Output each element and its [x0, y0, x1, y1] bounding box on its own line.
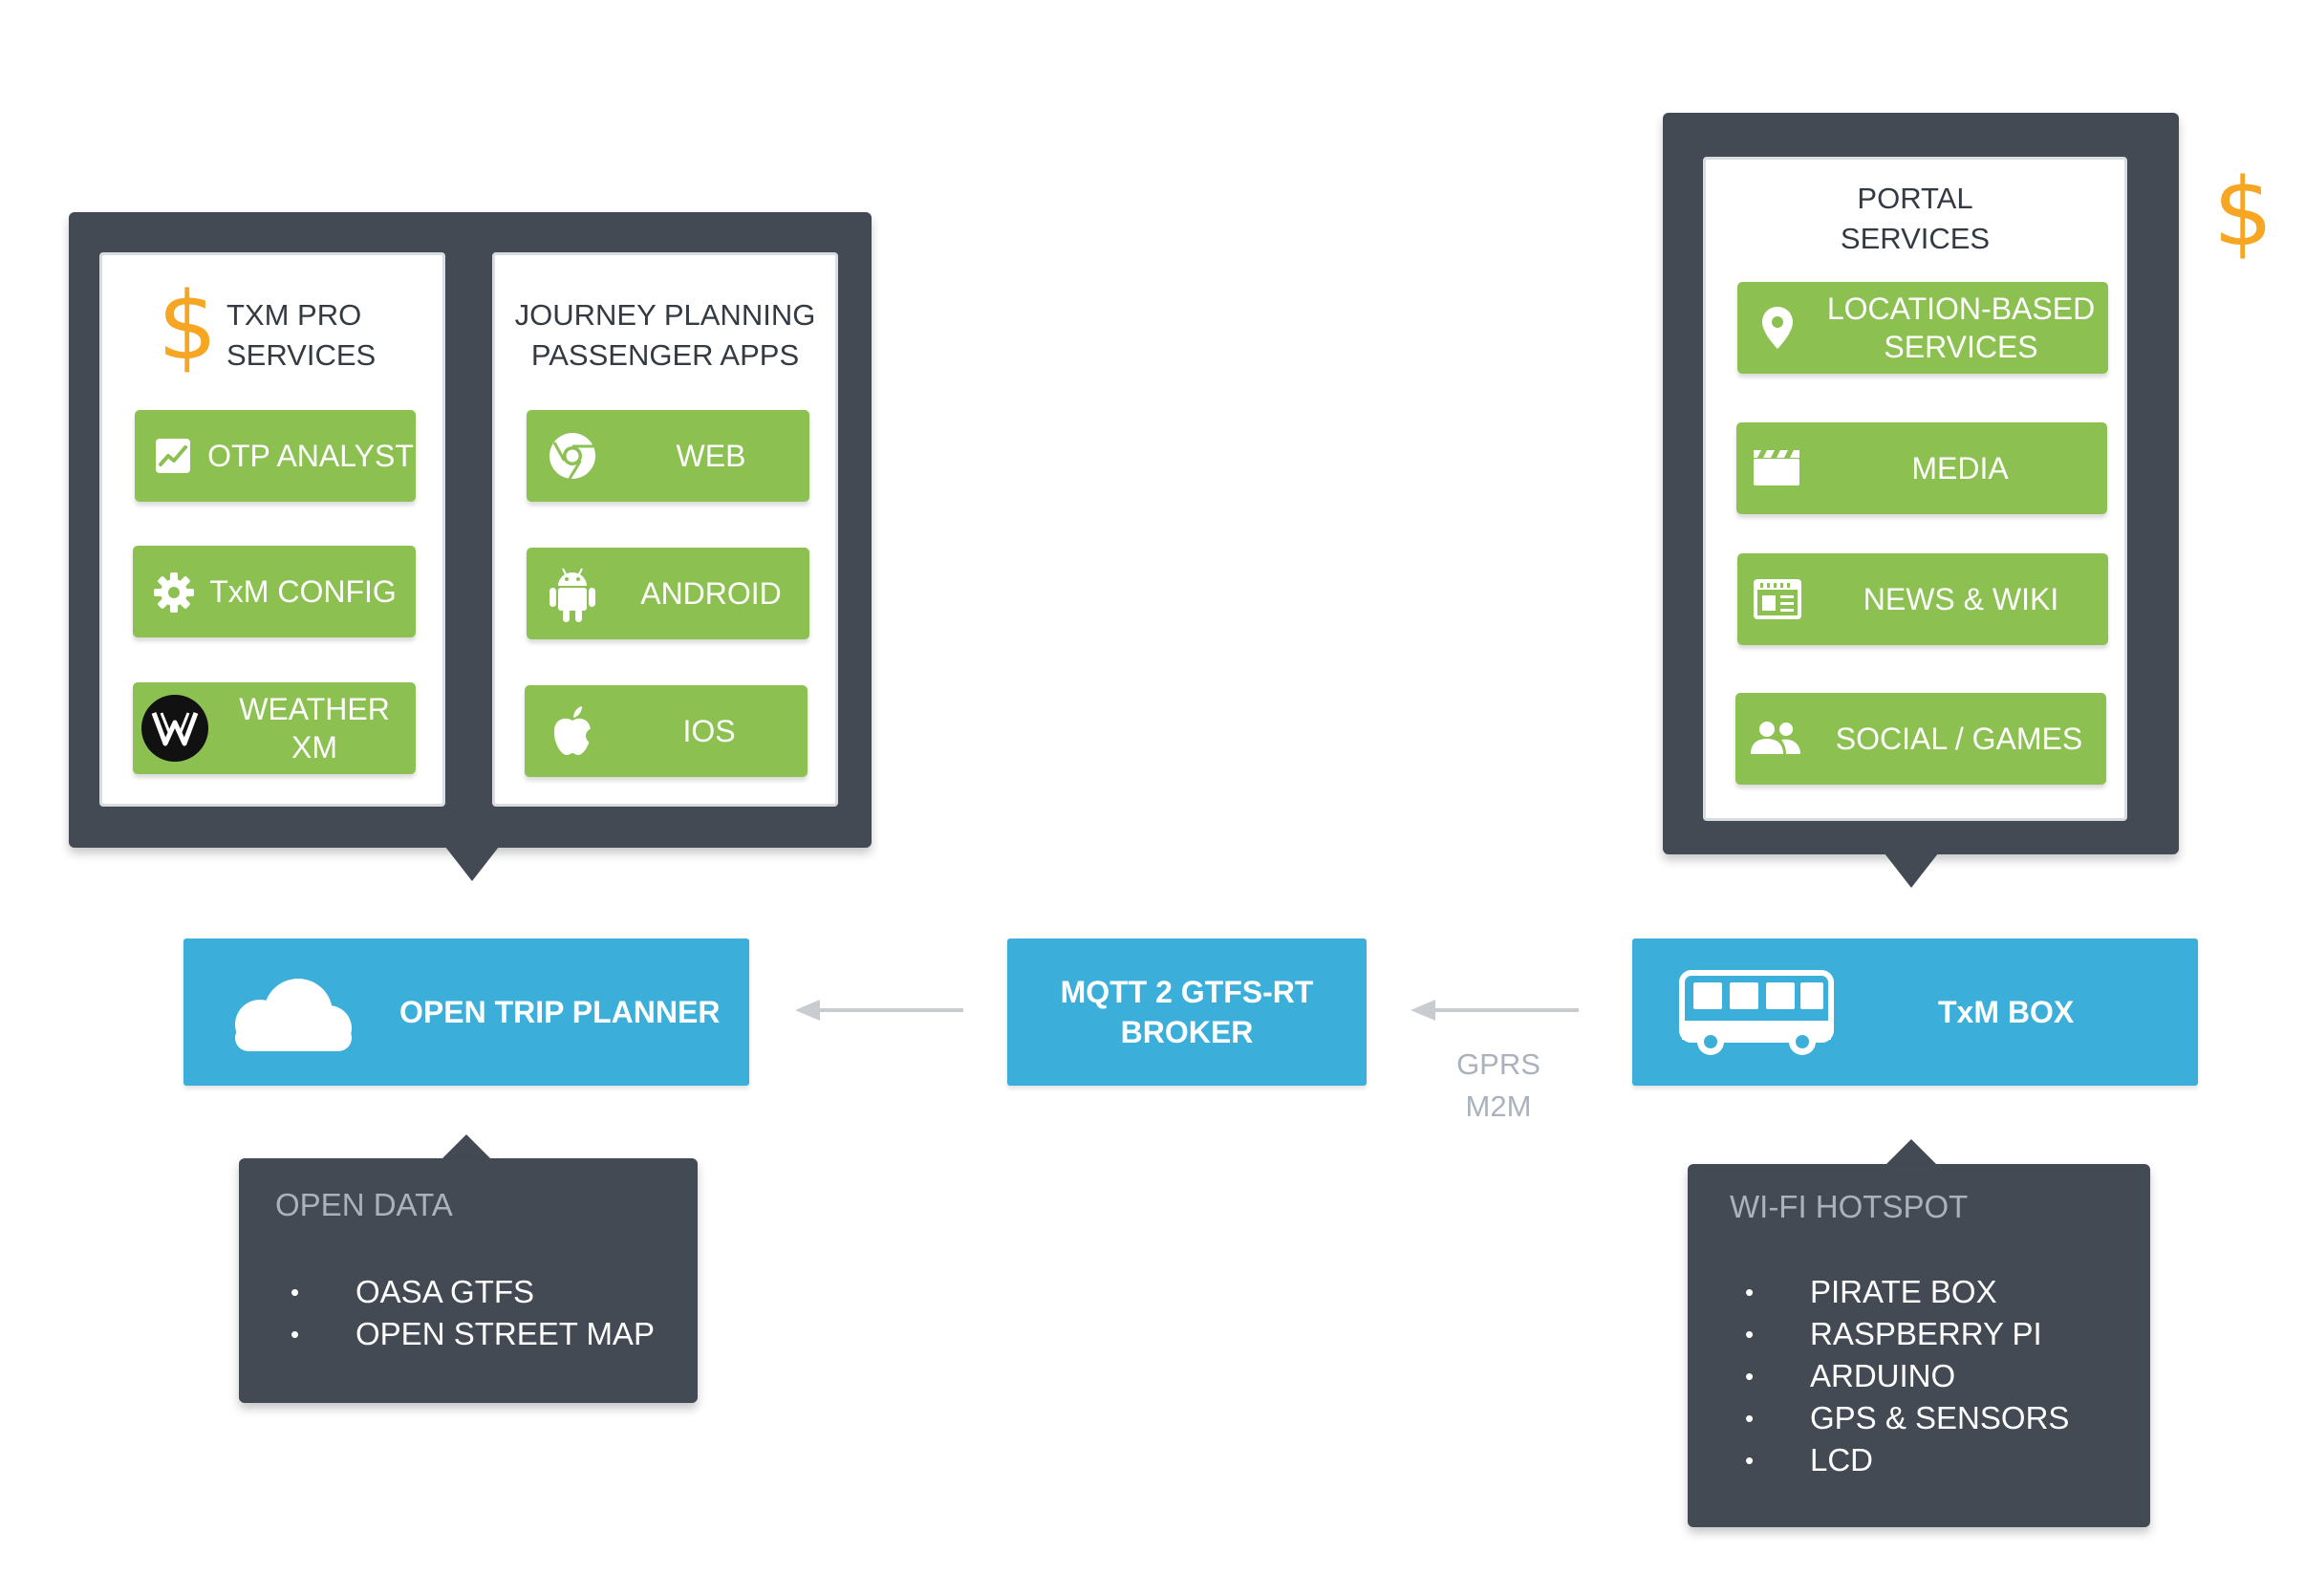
txm-config-button[interactable]: TxM CONFIG: [133, 546, 416, 637]
list-item: ARDUINO: [1730, 1355, 2069, 1397]
chart-icon: [154, 437, 192, 475]
wifi-hotspot-pointer: [1886, 1139, 1936, 1164]
portal-services-title: PORTAL SERVICES: [1840, 182, 1991, 255]
media-button[interactable]: MEDIA: [1736, 422, 2107, 514]
ios-button[interactable]: IOS: [525, 685, 808, 777]
open-data-list: OASA GTFS OPEN STREET MAP: [275, 1271, 655, 1355]
gprs-m2m-label: GPRS M2M: [1456, 1047, 1540, 1123]
broker-label: MQTT 2 GTFS-RT BROKER: [1060, 975, 1314, 1049]
journey-planning-title: JOURNEY PLANNING PASSENGER APPS: [514, 298, 816, 372]
media-label: MEDIA: [1911, 451, 2009, 485]
people-icon: [1749, 720, 1802, 758]
android-icon: [548, 565, 597, 624]
list-item: OASA GTFS: [275, 1271, 655, 1313]
arrow-txm-to-broker: [1411, 1000, 1579, 1021]
weather-xm-logo: [140, 694, 209, 763]
android-label: ANDROID: [640, 576, 782, 611]
web-label: WEB: [676, 439, 746, 473]
list-item: LCD: [1730, 1439, 2069, 1481]
location-based-services-label: LOCATION-BASED SERVICES: [1826, 291, 2096, 364]
wifi-hotspot-list: PIRATE BOX RASPBERRY PI ARDUINO GPS & SE…: [1730, 1271, 2069, 1481]
arrow-broker-to-otp: [795, 1000, 963, 1021]
social-games-button[interactable]: SOCIAL / GAMES: [1735, 693, 2106, 785]
open-trip-planner-node[interactable]: OPEN TRIP PLANNER: [183, 938, 749, 1086]
clapperboard-icon: [1752, 447, 1801, 487]
apps-services-pointer: [445, 847, 499, 881]
apple-icon: [549, 704, 595, 758]
portal-services-panel: PORTAL SERVICES LOCATION-BASED SERVICES …: [1703, 157, 2127, 821]
broker-node[interactable]: MQTT 2 GTFS-RT BROKER: [1007, 938, 1367, 1086]
news-wiki-label: NEWS & WIKI: [1863, 582, 2059, 616]
weather-xm-label: WEATHER XM: [239, 692, 390, 765]
android-button[interactable]: ANDROID: [527, 548, 809, 639]
list-item: GPS & SENSORS: [1730, 1397, 2069, 1439]
dollar-icon-portal: $: [2213, 159, 2273, 268]
open-data-title: OPEN DATA: [275, 1187, 453, 1222]
location-pin-icon: [1756, 305, 1799, 351]
portal-services-pointer: [1885, 853, 1938, 888]
otp-analyst-label: OTP ANALYST: [207, 439, 414, 473]
cloud-icon: [216, 975, 359, 1053]
social-games-label: SOCIAL / GAMES: [1835, 722, 2083, 756]
open-data-pointer: [442, 1134, 491, 1159]
open-data-box: OPEN DATA OASA GTFS OPEN STREET MAP: [239, 1158, 698, 1403]
list-item: RASPBERRY PI: [1730, 1313, 2069, 1355]
open-trip-planner-label: OPEN TRIP PLANNER: [399, 994, 721, 1029]
otp-analyst-button[interactable]: OTP ANALYST: [135, 410, 416, 502]
chrome-icon: [548, 431, 597, 481]
location-based-services-button[interactable]: LOCATION-BASED SERVICES: [1737, 282, 2108, 374]
list-item: OPEN STREET MAP: [275, 1313, 655, 1355]
ios-label: IOS: [682, 714, 736, 748]
txm-box-node[interactable]: TxM BOX: [1632, 938, 2198, 1086]
dollar-icon: $: [158, 272, 218, 381]
bus-icon: [1678, 969, 1835, 1057]
journey-planning-panel: JOURNEY PLANNING PASSENGER APPS WEB ANDR…: [492, 252, 838, 807]
web-button[interactable]: WEB: [527, 410, 809, 502]
txm-pro-title: TXM PRO SERVICES: [226, 298, 377, 372]
gear-icon: [152, 571, 196, 615]
news-wiki-button[interactable]: NEWS & WIKI: [1737, 553, 2108, 645]
txm-pro-panel: $ TXM PRO SERVICES OTP ANALYST TxM CONFI…: [99, 252, 445, 807]
list-item: PIRATE BOX: [1730, 1271, 2069, 1313]
wifi-hotspot-title: WI-FI HOTSPOT: [1730, 1189, 1969, 1224]
txm-config-label: TxM CONFIG: [209, 574, 397, 609]
wifi-hotspot-box: WI-FI HOTSPOT PIRATE BOX RASPBERRY PI AR…: [1688, 1164, 2150, 1527]
weather-xm-button[interactable]: WEATHER XM: [133, 682, 416, 774]
txm-box-label: TxM BOX: [1938, 994, 2075, 1029]
newspaper-icon: [1753, 578, 1802, 620]
